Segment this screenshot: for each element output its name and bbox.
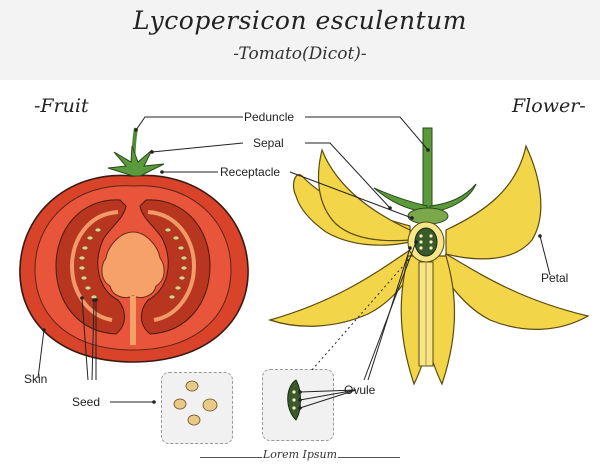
tomato-fruit <box>19 127 249 363</box>
diagram-title: Lycopersicon esculentum <box>133 6 467 35</box>
label-receptacle: Receptacle <box>220 165 281 179</box>
label-peduncle: Peduncle <box>244 110 295 124</box>
flower-petal-right <box>445 144 542 260</box>
tomato-seeds-right <box>164 227 188 300</box>
flower-receptacle <box>407 207 449 225</box>
tomato-locule-left <box>55 199 127 335</box>
tomato-calyx <box>107 145 165 177</box>
label-skin: Skin <box>24 372 48 386</box>
tomato-locule-right <box>139 199 211 335</box>
tomato-flower <box>267 127 590 386</box>
flower-petal-lower-right <box>439 253 590 330</box>
label-sepal: Sepal <box>253 136 284 150</box>
seed-inset <box>173 380 218 426</box>
flower-sepal-right <box>429 183 477 213</box>
flower-petal-top-left <box>317 148 411 242</box>
footer-text: Lorem Ipsum <box>262 448 338 461</box>
label-seed: Seed <box>72 395 101 409</box>
footer-rule-right <box>338 457 400 458</box>
flower-petal-lower-left <box>267 249 417 327</box>
tomato-seeds-left <box>78 227 102 300</box>
header-band <box>0 0 600 80</box>
flower-sepal-left <box>373 187 428 213</box>
flower-peduncle <box>422 127 433 211</box>
label-ovule: Ovule <box>344 383 376 397</box>
diagram-subtitle: -Tomato(Dicot)- <box>233 44 367 64</box>
section-label-flower: Flower- <box>512 95 586 117</box>
footer-rule-left <box>200 457 262 458</box>
leader-lines <box>37 116 551 409</box>
label-petal: Petal <box>541 271 569 285</box>
section-label-fruit: -Fruit <box>34 95 89 117</box>
